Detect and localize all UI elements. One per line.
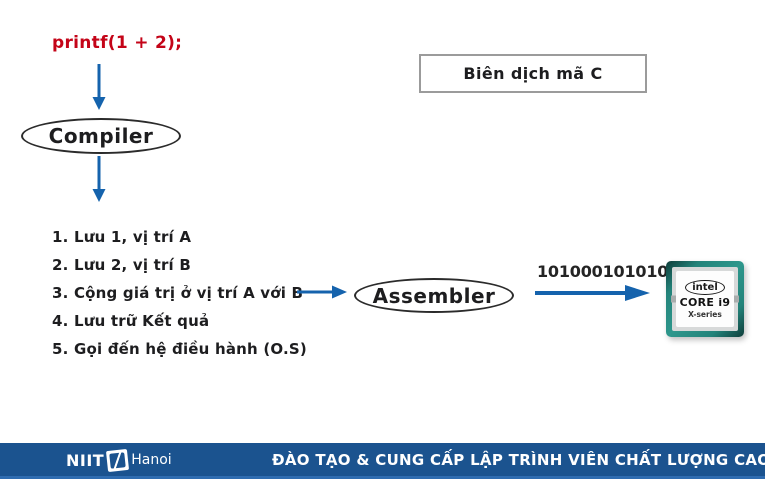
compiler-label: Compiler [48,124,154,148]
cpu-chip-label: intel CORE i9 X-series [676,271,734,327]
cpu-series-text: X-series [688,309,722,319]
cpu-chip-substrate: intel CORE i9 X-series [671,267,739,331]
instruction-line: 4. Lưu trữ Kết quả [52,312,210,330]
niit-logo-icon [106,448,130,472]
assembler-node: Assembler [354,278,514,313]
footer-tagline: ĐÀO TẠO & CUNG CẤP LẬP TRÌNH VIÊN CHẤT L… [272,450,765,469]
footer-bar: NIIT Hanoi ĐÀO TẠO & CUNG CẤP LẬP TRÌNH … [0,443,765,479]
instruction-line: 1. Lưu 1, vị trí A [52,228,192,246]
source-code-text: printf(1 + 2); [52,33,183,53]
compiler-node: Compiler [21,118,181,154]
cpu-model-text: CORE i9 [679,295,731,309]
arrow-down-icon [92,156,106,202]
instruction-list: 1. Lưu 1, vị trí A 2. Lưu 2, vị trí B 3.… [52,223,307,363]
instruction-line: 2. Lưu 2, vị trí B [52,256,191,274]
assembler-label: Assembler [372,283,496,308]
niit-hanoi-logo: NIIT Hanoi [66,447,172,473]
instruction-line: 3. Cộng giá trị ở vị trí A với B [52,284,304,302]
arrow-down-icon [92,64,106,110]
arrow-right-icon [535,285,650,301]
binary-output-text: 101000101010 [537,262,669,281]
cpu-chip-icon: intel CORE i9 X-series [666,261,744,337]
instruction-line: 5. Gọi đến hệ điều hành (O.S) [52,340,307,358]
arrow-right-icon [297,285,347,299]
intel-logo: intel [685,279,725,295]
niit-logo-text: NIIT [66,450,105,470]
hanoi-logo-text: Hanoi [131,452,172,468]
diagram-title: Biên dịch mã C [463,64,603,83]
diagram-title-box: Biên dịch mã C [419,54,647,93]
